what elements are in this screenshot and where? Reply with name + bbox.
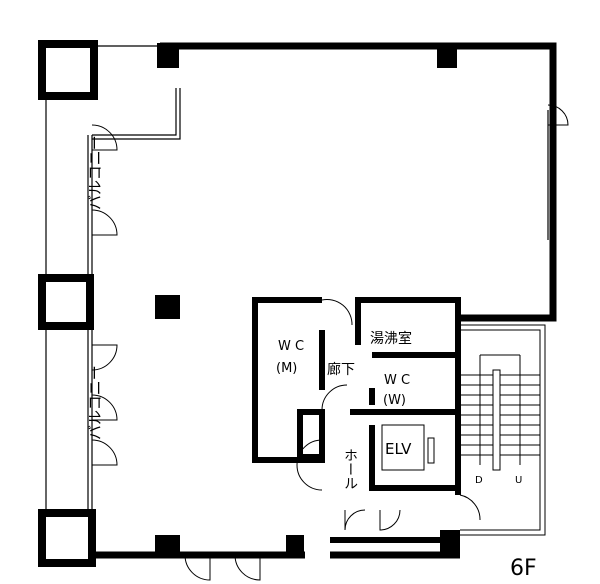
columns — [38, 40, 98, 567]
room-labels: バルコニー バルコニー W C (M) 廊下 湯沸室 W C (W) ELV ホ… — [86, 135, 537, 581]
floor-label: 6F — [510, 556, 537, 581]
wc-men-sub-label: (M) — [276, 361, 297, 376]
core-walls — [252, 297, 461, 543]
kitchenette-label: 湯沸室 — [370, 330, 412, 347]
balcony-lines — [45, 45, 549, 510]
hall-label: ホール — [342, 448, 358, 490]
elevator-label: ELV — [385, 440, 412, 458]
doors — [91, 104, 569, 581]
stairs — [381, 324, 546, 536]
wall-fills — [155, 43, 460, 558]
wc-women-label: W C — [384, 373, 410, 388]
stairs-up-label: U — [515, 475, 522, 486]
stairs-down-label: D — [475, 475, 483, 486]
wc-men-label: W C — [278, 339, 304, 354]
wc-women-sub-label: (W) — [383, 393, 406, 408]
balcony-label-top: バルコニー — [86, 135, 104, 210]
balcony-label-bottom: バルコニー — [86, 365, 104, 440]
corridor-label: 廊下 — [327, 361, 355, 378]
